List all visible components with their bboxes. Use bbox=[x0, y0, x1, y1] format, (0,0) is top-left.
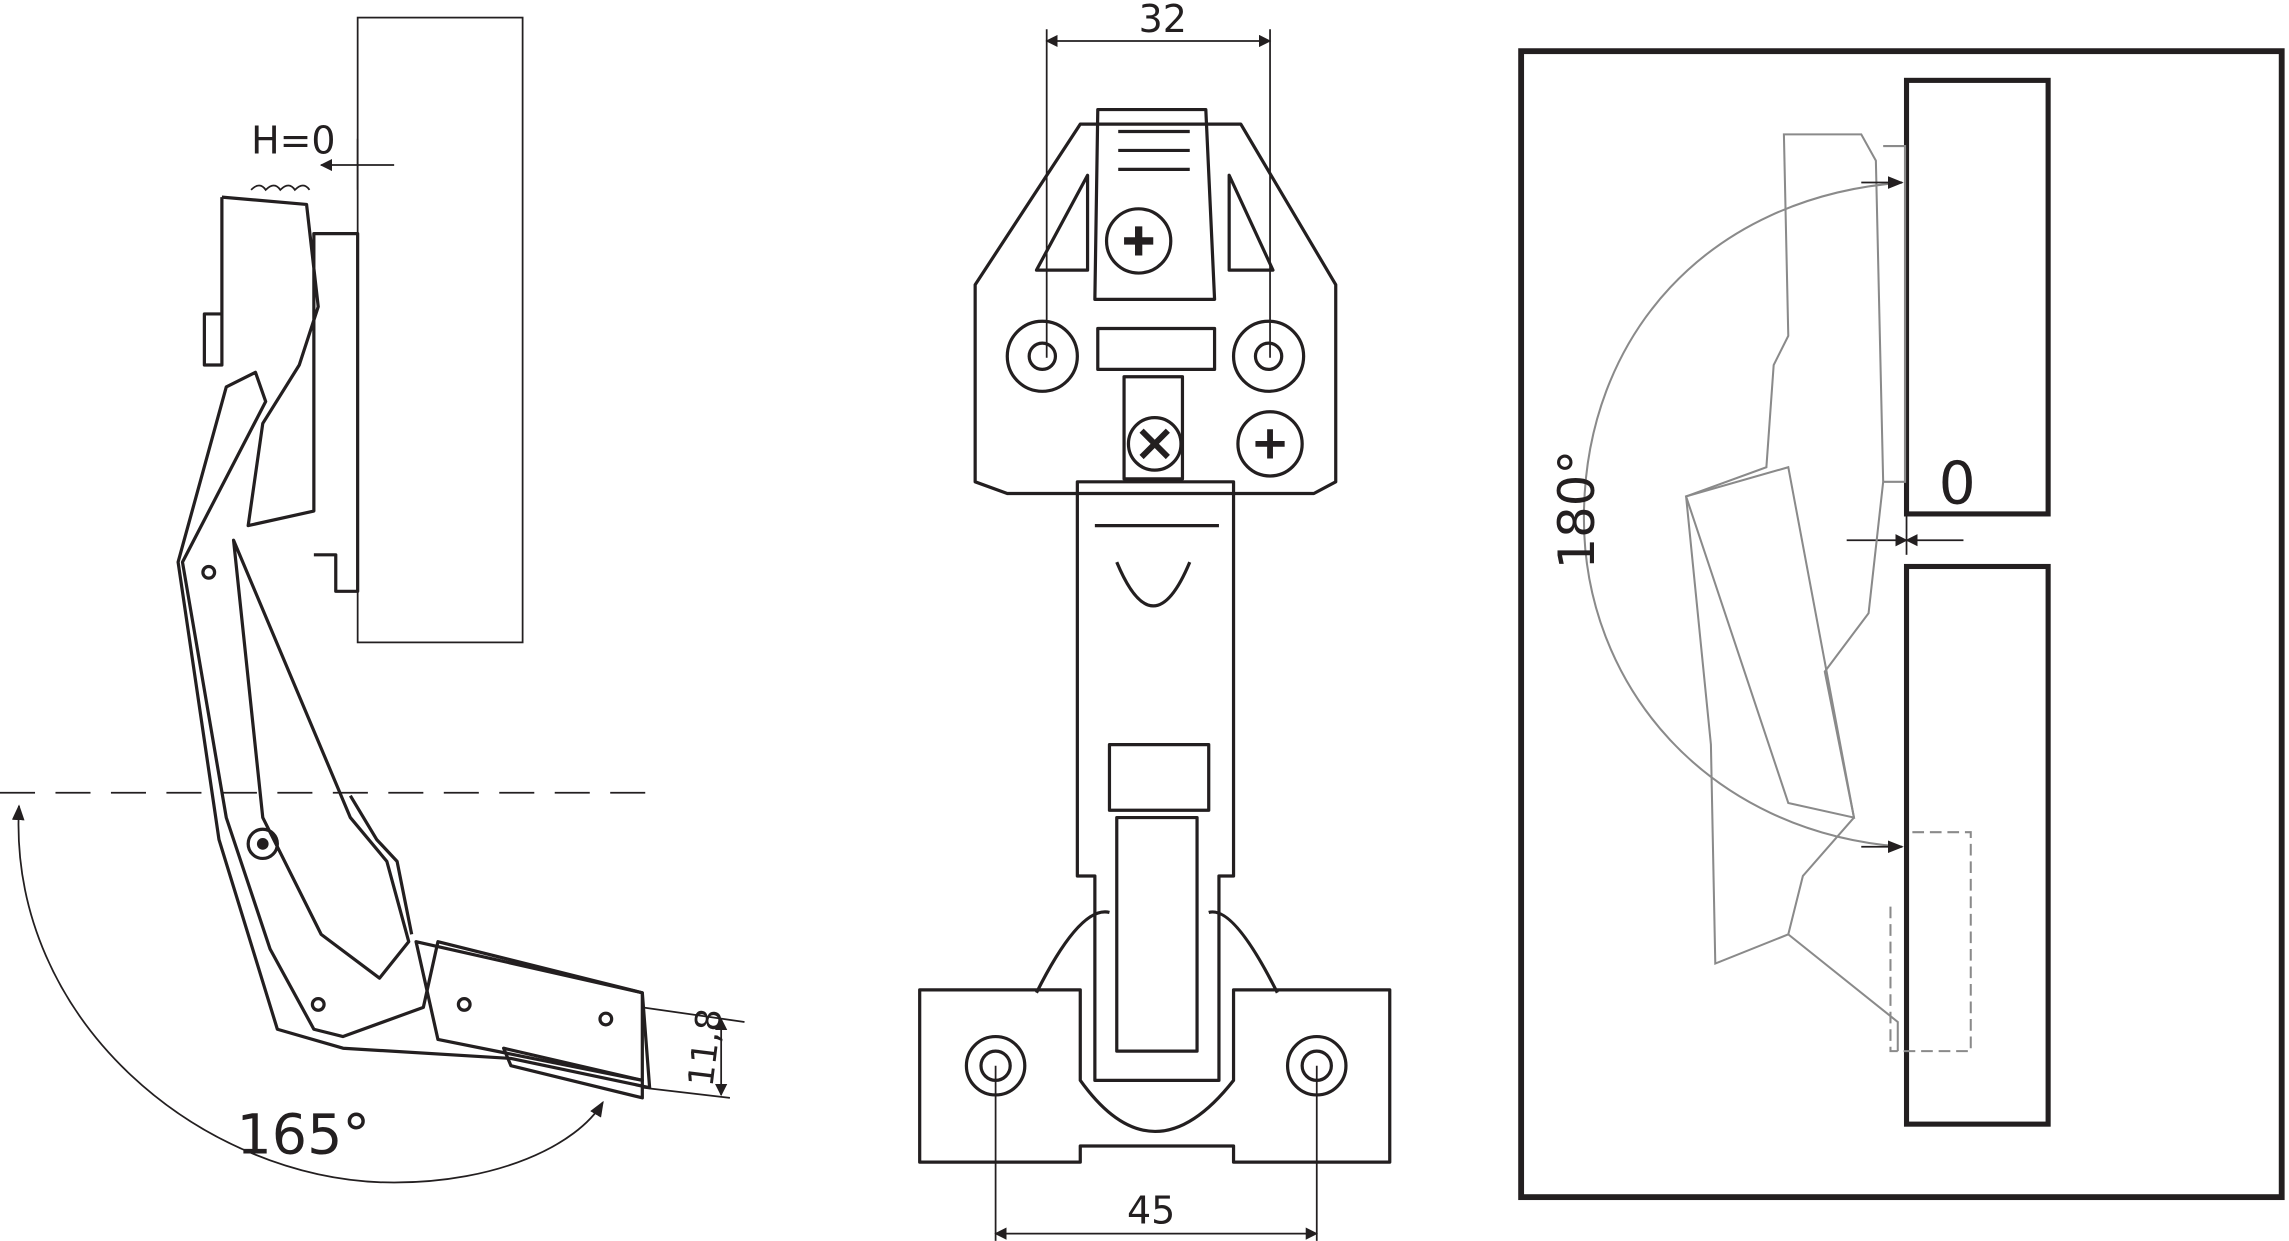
gap-label: 0 bbox=[1939, 450, 1976, 518]
door-panel bbox=[356, 16, 524, 644]
side-view-165: H=0 165° 11,8 bbox=[0, 16, 745, 1184]
opening-angle-label: 165° bbox=[236, 1103, 370, 1167]
overlay-label: H=0 bbox=[251, 118, 335, 162]
top-view-180: 0 180° bbox=[1518, 48, 2285, 1201]
opening-angle-label: 180° bbox=[1548, 450, 1606, 570]
upper-panel bbox=[1903, 77, 2051, 517]
top-hole-spacing: 32 bbox=[1139, 0, 1187, 41]
bottom-hole-spacing: 45 bbox=[1127, 1188, 1175, 1232]
frame bbox=[1518, 48, 2285, 1201]
lower-panel bbox=[1903, 563, 2051, 1127]
front-view: 32 45 bbox=[918, 0, 1392, 1241]
angle-arc bbox=[1582, 181, 1903, 848]
ghost-hinge bbox=[1684, 133, 1972, 1053]
angle-arc bbox=[11, 804, 604, 1184]
height-dimension: 11,8 bbox=[681, 1006, 731, 1088]
